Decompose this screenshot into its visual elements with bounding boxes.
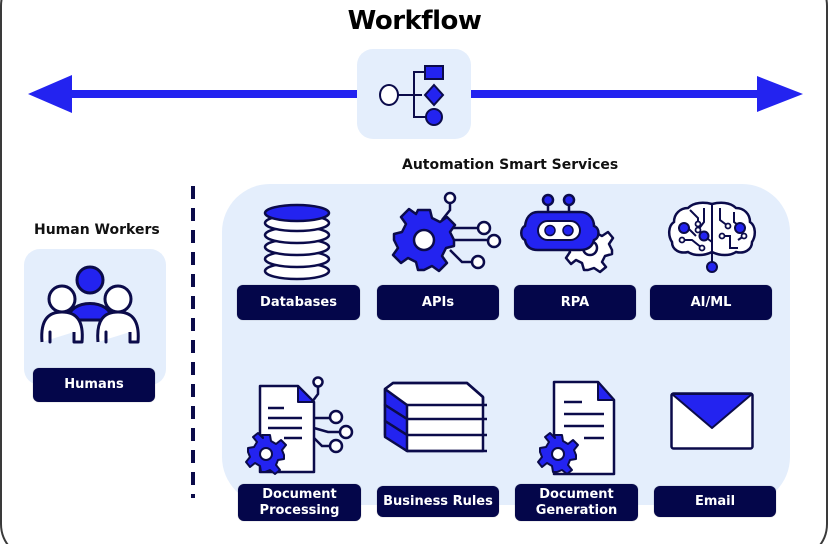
document-generation-label: Document Generation — [515, 484, 638, 521]
envelope-icon — [670, 392, 754, 450]
databases-label: Databases — [237, 285, 360, 320]
arrow-shaft-right — [470, 90, 770, 98]
dashed-divider — [191, 186, 195, 498]
database-icon — [262, 203, 332, 281]
workflow-flowchart-icon — [379, 65, 445, 126]
arrow-head-left-icon — [28, 75, 72, 113]
robot-icon — [520, 192, 620, 276]
document-processing-label: Document Processing — [238, 484, 361, 521]
human-workers-title: Human Workers — [34, 222, 160, 238]
email-label: Email — [654, 486, 776, 517]
arrow-head-right-icon — [757, 76, 803, 112]
ai-ml-label: AI/ML — [650, 285, 772, 320]
workflow-arrow — [28, 75, 803, 113]
brain-circuit-icon — [668, 200, 756, 274]
books-icon — [383, 381, 488, 455]
workflow-icon-box — [357, 49, 471, 139]
document-processing-icon — [244, 372, 356, 476]
apis-label: APIs — [377, 285, 499, 320]
rpa-label: RPA — [514, 285, 636, 320]
diagram-title: Workflow — [347, 6, 482, 36]
document-generation-icon — [537, 380, 618, 476]
humans-label: Humans — [33, 368, 155, 402]
business-rules-label: Business Rules — [377, 486, 499, 517]
people-group-icon — [38, 262, 142, 352]
api-gear-icon — [391, 190, 502, 280]
automation-services-title: Automation Smart Services — [402, 157, 619, 173]
arrow-shaft-left — [40, 90, 360, 98]
